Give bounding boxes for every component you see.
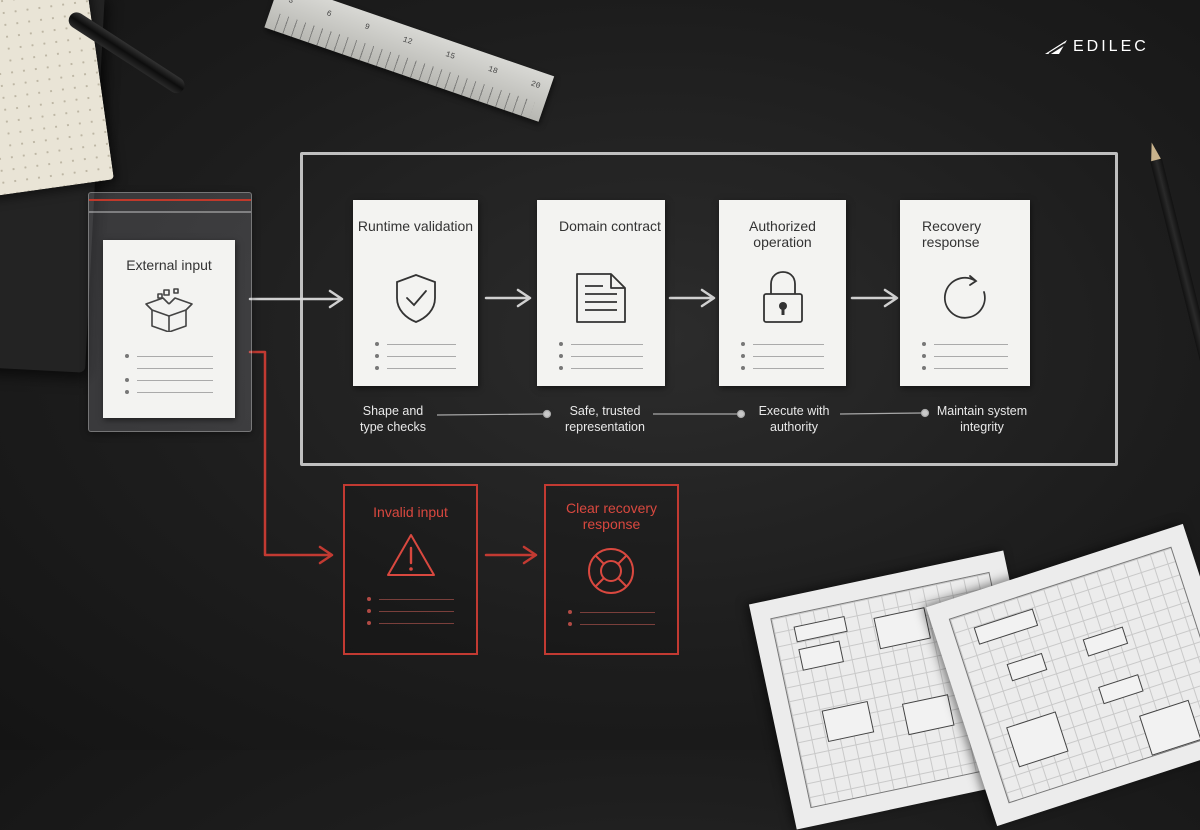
step-caption: Shape and type checks: [359, 404, 426, 434]
padlock-icon: [763, 271, 803, 323]
step-card-runtime-validation: Runtime validation: [353, 200, 478, 386]
connectors: [248, 288, 930, 565]
open-box-icon: [145, 288, 193, 332]
card-title: Authorized operation: [749, 218, 816, 250]
document-icon: [576, 273, 626, 323]
card-title: External input: [126, 257, 212, 273]
refresh-icon: [943, 275, 986, 319]
warning-icon: [387, 534, 435, 576]
step-caption: Execute with authority: [758, 404, 830, 434]
card-title: Recovery response: [922, 218, 982, 250]
lifebuoy-icon: [588, 548, 634, 594]
card-title: Domain contract: [559, 218, 661, 234]
error-card-clear-recovery: Clear recovery response: [544, 484, 679, 655]
step-card-authorized-operation: Authorized operation: [719, 200, 846, 386]
step-caption: Maintain system integrity: [936, 404, 1028, 434]
external-input-card: External input: [103, 240, 235, 418]
card-title: Runtime validation: [357, 218, 474, 234]
pipeline-frame: [300, 152, 1118, 466]
card-title: Clear recovery response: [565, 500, 658, 532]
logo-text: EDILEC: [1073, 38, 1149, 55]
error-card-invalid-input: Invalid input: [343, 484, 478, 655]
step-card-domain-contract: Domain contract: [537, 200, 665, 386]
step-caption: Safe, trusted representation: [565, 404, 645, 434]
placeholder-lines: [125, 350, 213, 398]
step-card-recovery-response: Recovery response: [900, 200, 1030, 386]
brand-logo: EDILEC: [1045, 38, 1149, 56]
logo-mark-icon: [1045, 40, 1067, 54]
shield-check-icon: [396, 274, 436, 323]
card-title: Invalid input: [373, 504, 448, 520]
